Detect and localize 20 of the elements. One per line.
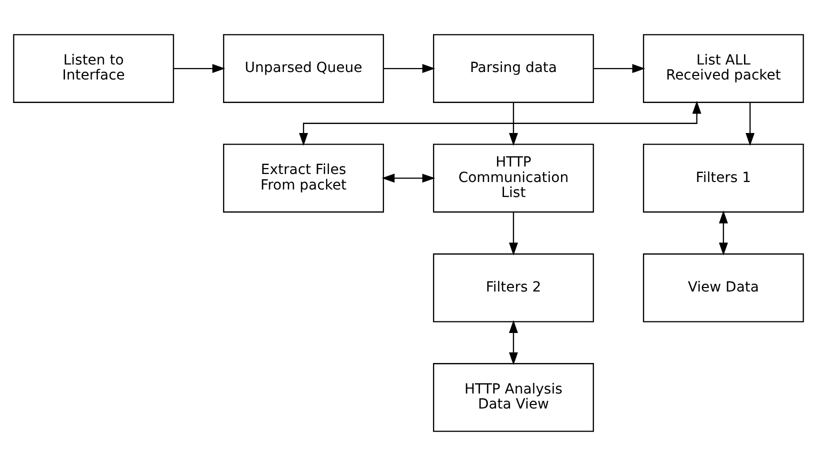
arrow [718, 210, 728, 256]
arrow [508, 320, 518, 366]
node-box: List ALL Received packet [642, 34, 804, 103]
node-box: Filters 1 [642, 144, 804, 213]
arrow [508, 102, 518, 146]
node-box: Unparsed Queue [222, 34, 384, 103]
node-box: Parsing data [432, 34, 594, 103]
arrow [592, 64, 645, 74]
arrow [508, 212, 518, 256]
node-box: HTTP Analysis Data View [432, 363, 594, 432]
arrow [381, 174, 435, 183]
node-box: Extract Files From packet [222, 144, 384, 213]
arrow [173, 64, 225, 74]
node-box: HTTP Communication List [432, 144, 594, 213]
node-box: Listen to Interface [12, 34, 174, 103]
arrow [745, 102, 754, 146]
arrow [298, 100, 701, 146]
node-box: View Data [642, 253, 804, 322]
node-box: Filters 2 [432, 253, 594, 322]
arrow [383, 64, 435, 74]
